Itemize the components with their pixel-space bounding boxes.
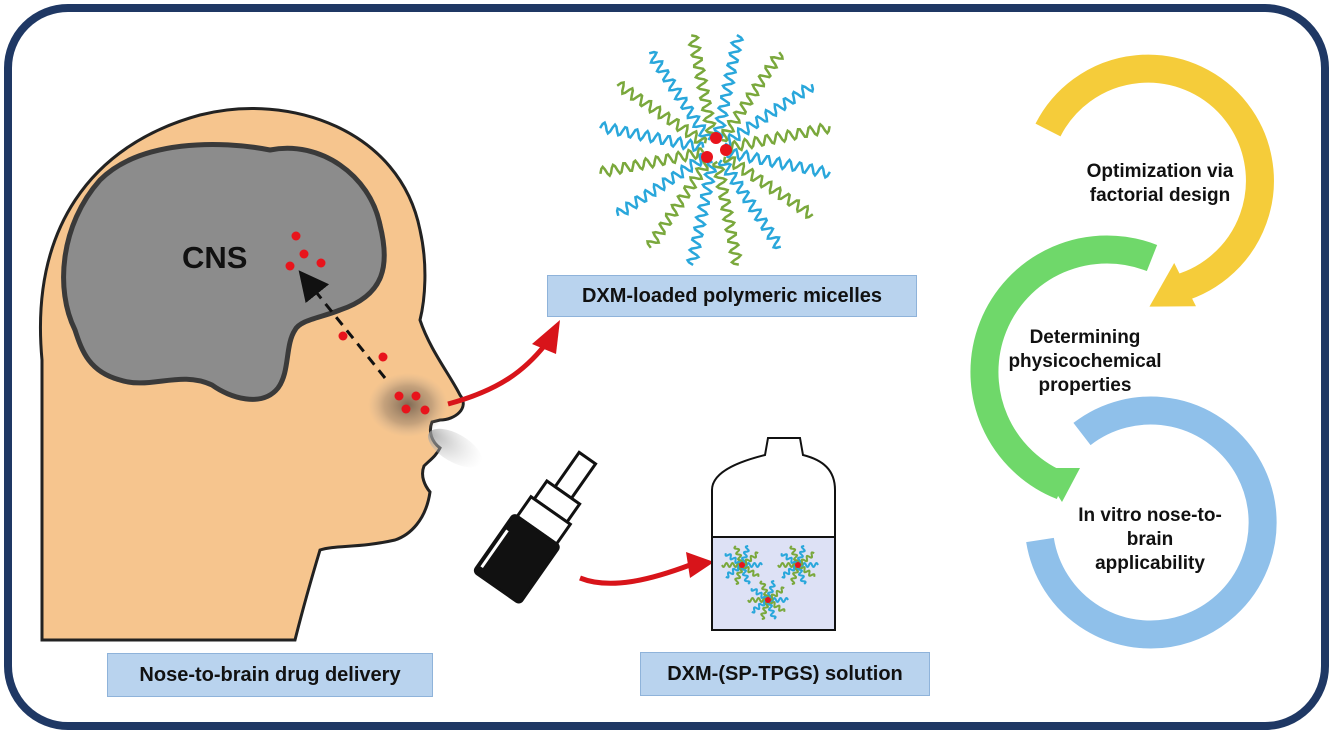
label-delivery: Nose-to-brain drug delivery xyxy=(107,653,433,697)
cycle-step-optimization-line1: Optimization via xyxy=(1086,161,1234,182)
mini-micelle-chain xyxy=(743,561,763,569)
hydrophobic-chain xyxy=(721,51,784,143)
mini-micelle-core xyxy=(795,562,801,568)
hydrophobic-chain xyxy=(725,122,831,153)
cycle-step-properties-line2: physicochemical xyxy=(1008,351,1162,372)
spray-plume xyxy=(428,428,482,468)
hydrophilic-chain xyxy=(724,83,815,148)
mini-micelles xyxy=(721,545,819,620)
cycle-arrow-blue xyxy=(1026,396,1277,649)
label-micelles: DXM-loaded polymeric micelles xyxy=(547,275,917,317)
head-illustration xyxy=(39,107,482,642)
cycle-arrow-green xyxy=(970,235,1158,500)
mini-micelle-chain xyxy=(743,551,759,566)
mini-micelle-chain xyxy=(734,565,743,585)
hydrophilic-chain xyxy=(717,159,782,250)
mini-micelle-core xyxy=(739,562,745,568)
mini-micelle-chain xyxy=(760,600,769,620)
hydrophobic-chain xyxy=(646,157,709,249)
mini-micelle-chain xyxy=(781,564,797,579)
nasal-spray-bottle xyxy=(473,450,598,604)
hydrophobic-chain xyxy=(616,81,708,144)
polymeric-micelle xyxy=(599,34,831,266)
hydrophilic-chain xyxy=(712,34,745,140)
cycle-step-optimization: Optimization via factorial design xyxy=(1060,160,1260,208)
mini-micelle-chain xyxy=(724,553,742,564)
mini-micelle-chain xyxy=(747,596,767,604)
mini-micelle-chain xyxy=(777,561,797,569)
cycle-step-optimization-line2: factorial design xyxy=(1089,185,1231,206)
hydrophobic-chain xyxy=(687,34,718,140)
micelle-drug-core xyxy=(710,132,722,144)
mini-micelle-chain xyxy=(780,553,798,564)
mini-micelle-chain xyxy=(790,565,799,585)
label-solution: DXM-(SP-TPGS) solution xyxy=(640,652,930,696)
hydrophilic-chain xyxy=(648,50,713,141)
mini-micelle-chain xyxy=(750,588,768,599)
mini-micelle-chain xyxy=(798,566,816,577)
mini-micelle-chain xyxy=(725,564,741,579)
micelle-drug-core xyxy=(701,151,713,163)
mini-micelle-chain xyxy=(740,566,751,585)
cycle-arrow-yellow xyxy=(1035,54,1274,304)
mini-micelle-chain xyxy=(769,596,789,604)
mini-micelle-chain xyxy=(733,545,744,564)
hydrophilic-chain xyxy=(615,152,706,217)
mini-micelle-chain xyxy=(799,551,815,566)
hydrophilic-chain xyxy=(599,120,705,153)
mini-micelle-chain xyxy=(796,566,807,585)
cycle-step-nose-to-brain-line1: In vitro nose-to- xyxy=(1078,505,1222,526)
red-arrow-to-solution xyxy=(579,552,714,586)
cycle-step-nose-to-brain-line2: brain xyxy=(1126,529,1174,550)
mini-micelle-chain xyxy=(766,601,777,620)
mini-micelle-chain xyxy=(789,545,800,564)
hydrophobic-chain xyxy=(712,160,743,266)
mini-micelle-chain xyxy=(799,561,819,569)
mini-micelle-chain xyxy=(759,580,770,599)
mini-micelle-chain xyxy=(721,561,741,569)
micelle-drug-core xyxy=(720,144,732,156)
hydrophilic-chain xyxy=(725,147,831,180)
cycle-step-nose-to-brain-line3: applicability xyxy=(1095,553,1205,574)
process-cycle xyxy=(970,54,1277,649)
cycle-step-properties-line3: properties xyxy=(1038,375,1132,396)
mini-micelle-chain xyxy=(741,545,750,565)
mini-micelle-chain xyxy=(797,545,806,565)
hydrophobic-chain xyxy=(599,147,705,178)
hydrophilic-chain xyxy=(685,160,718,266)
mini-micelle-chain xyxy=(768,601,786,612)
brain xyxy=(61,141,387,402)
cycle-step-properties-line1: Determining xyxy=(1029,327,1141,348)
cns-label: CNS xyxy=(182,240,248,275)
mini-micelle-chain xyxy=(769,586,785,601)
red-arrow-to-micelles xyxy=(447,320,560,407)
cycle-step-nose-to-brain: In vitro nose-to- brain applicability xyxy=(1060,504,1240,576)
mini-micelle-chain xyxy=(751,599,767,614)
solution-bottle xyxy=(711,437,836,631)
mini-micelle-core xyxy=(765,597,771,603)
mini-micelle-chain xyxy=(742,566,760,577)
nose-to-brain-path-arrow xyxy=(298,270,387,379)
mini-micelle-chain xyxy=(767,580,776,600)
cycle-step-properties: Determining physicochemical properties xyxy=(990,326,1180,398)
drug-particles xyxy=(285,231,430,415)
hydrophobic-chain xyxy=(722,156,814,219)
